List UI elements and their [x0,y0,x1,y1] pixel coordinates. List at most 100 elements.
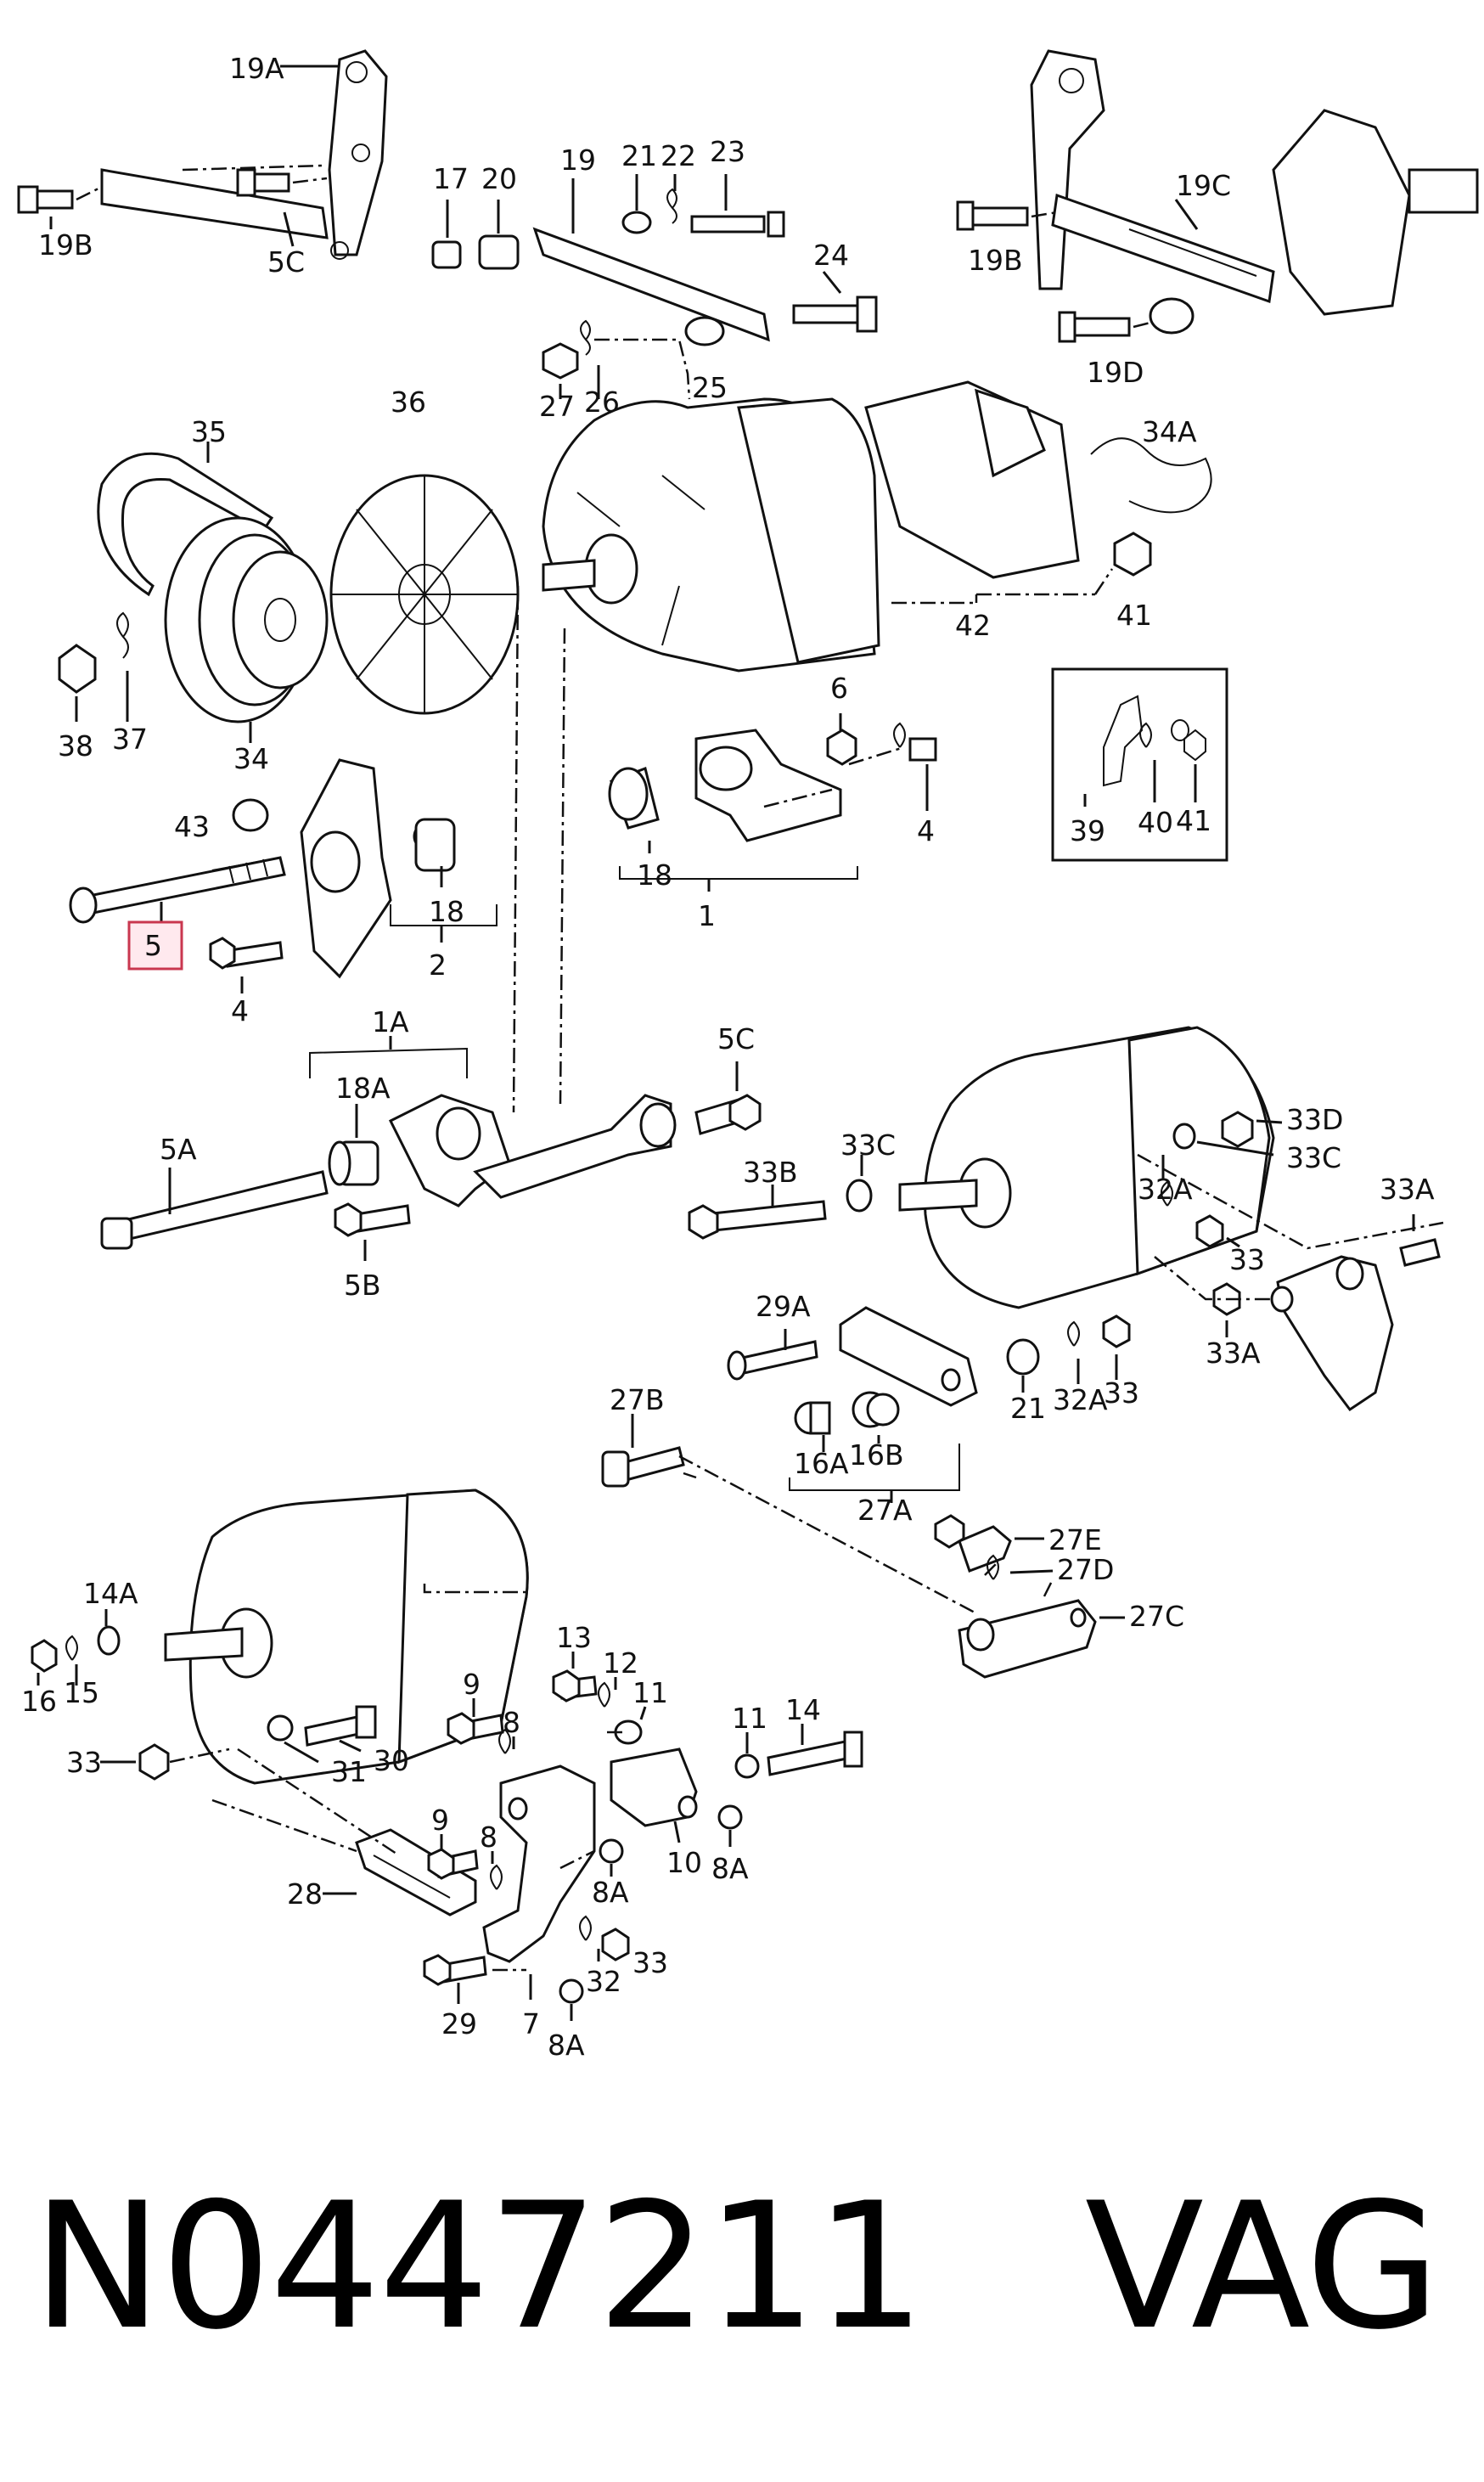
exploded-parts-diagram: 19A 19B 5C 17 20 19 21 22 23 24 25 26 27… [17,49,1479,2062]
label-24: 24 [813,239,849,272]
label-17: 17 [433,162,469,195]
label-29A: 29A [756,1290,811,1323]
label-34: 34 [233,742,269,775]
label-21-top: 21 [621,139,657,172]
label-28: 28 [287,1877,323,1911]
label-25: 25 [692,371,728,404]
label-23: 23 [710,135,745,168]
label-22: 22 [660,139,696,172]
top-small-parts [431,174,878,400]
label-14: 14 [785,1693,821,1726]
label-27E: 27E [1048,1523,1102,1556]
label-27C: 27C [1129,1600,1184,1633]
label-29: 29 [441,2007,477,2040]
label-33-low: 33 [632,1946,668,1979]
label-4-right: 4 [917,814,935,847]
label-27D: 27D [1057,1553,1114,1586]
label-43: 43 [174,810,210,843]
label-12: 12 [603,1646,638,1680]
inset-box-39-40-41 [1051,667,1228,862]
label-8A-a: 8A [592,1876,629,1909]
label-16: 16 [21,1685,57,1718]
link-27-group [601,1306,1131,1615]
label-19A: 19A [229,52,284,85]
part-number: N0447211 [32,2166,925,2368]
label-32: 32 [586,1965,621,1998]
label-11-a: 11 [632,1676,668,1709]
label-33C-left: 33C [840,1128,896,1162]
label-5-highlighted: 5 [144,929,162,962]
label-19B-left: 19B [38,228,93,262]
label-19C: 19C [1176,169,1231,202]
label-16A: 16A [794,1447,849,1480]
label-35: 35 [191,415,227,448]
label-15: 15 [64,1676,99,1709]
label-36: 36 [391,386,426,419]
belt-pulley-fan [97,442,520,723]
label-42: 42 [955,609,991,642]
label-5C-top: 5C [267,245,305,279]
part-number-footer: N0447211 VAG [32,2157,1476,2378]
bracket-27c-group [934,1514,1125,1679]
label-27B: 27B [610,1383,665,1416]
label-27: 27 [539,390,575,423]
label-14A: 14A [83,1577,138,1610]
label-41: 41 [1116,599,1152,632]
label-33D: 33D [1286,1103,1343,1136]
mount-assembly [232,713,937,979]
label-33A-low: 33A [1206,1337,1261,1370]
label-8-b: 8 [480,1821,497,1854]
label-39: 39 [1070,814,1105,847]
bracket-7-10-group [423,1652,863,2021]
left-small-parts [58,611,252,743]
label-8A-b: 8A [711,1852,749,1885]
label-41-box: 41 [1176,804,1211,837]
label-5B: 5B [344,1269,381,1302]
label-1: 1 [698,899,716,932]
label-9-b: 9 [431,1804,449,1837]
label-37: 37 [112,723,148,756]
label-33-left: 33 [66,1746,102,1779]
brand-name: VAG [1084,2166,1441,2368]
connector-dash-lines [512,585,566,1113]
label-5C-mid: 5C [717,1022,755,1055]
label-18-mid: 18 [637,858,672,892]
label-40: 40 [1138,806,1173,839]
label-16B: 16B [849,1438,904,1472]
alternator-right [688,1026,1444,1412]
label-8-a: 8 [503,1706,520,1739]
label-5A: 5A [160,1133,197,1166]
bracket-19a-group [17,49,388,260]
label-4-left: 4 [231,994,249,1027]
bracket-1a-group [100,1036,762,1261]
label-21-mid: 21 [1010,1392,1046,1425]
alternator-bottom [31,1489,529,1916]
part-5-highlight-box [127,920,183,971]
label-27A: 27A [857,1494,913,1527]
label-33A-right: 33A [1380,1173,1435,1206]
bolt-5 [69,856,286,993]
label-1A: 1A [372,1005,409,1038]
label-19D: 19D [1087,356,1144,389]
label-2: 2 [429,948,447,982]
label-9-a: 9 [463,1668,481,1701]
label-20: 20 [481,162,517,195]
label-38: 38 [58,729,93,763]
label-30: 30 [374,1744,409,1777]
label-32A-mid: 32A [1053,1383,1108,1416]
label-18A: 18A [335,1072,391,1105]
label-13: 13 [556,1621,592,1654]
alternator-main [542,380,1212,673]
bracket-19c-group [956,49,1479,343]
label-18-left: 18 [429,895,464,928]
label-33-mid: 33 [1104,1376,1139,1410]
label-19: 19 [560,144,596,177]
label-11-b: 11 [732,1702,767,1735]
label-33-right: 33 [1229,1243,1265,1276]
label-19B-right: 19B [968,244,1023,277]
label-8A-c: 8A [548,2029,585,2062]
label-32A-top: 32A [1138,1173,1193,1206]
label-33B: 33B [743,1156,798,1189]
label-10: 10 [666,1846,702,1879]
label-6: 6 [830,672,848,705]
